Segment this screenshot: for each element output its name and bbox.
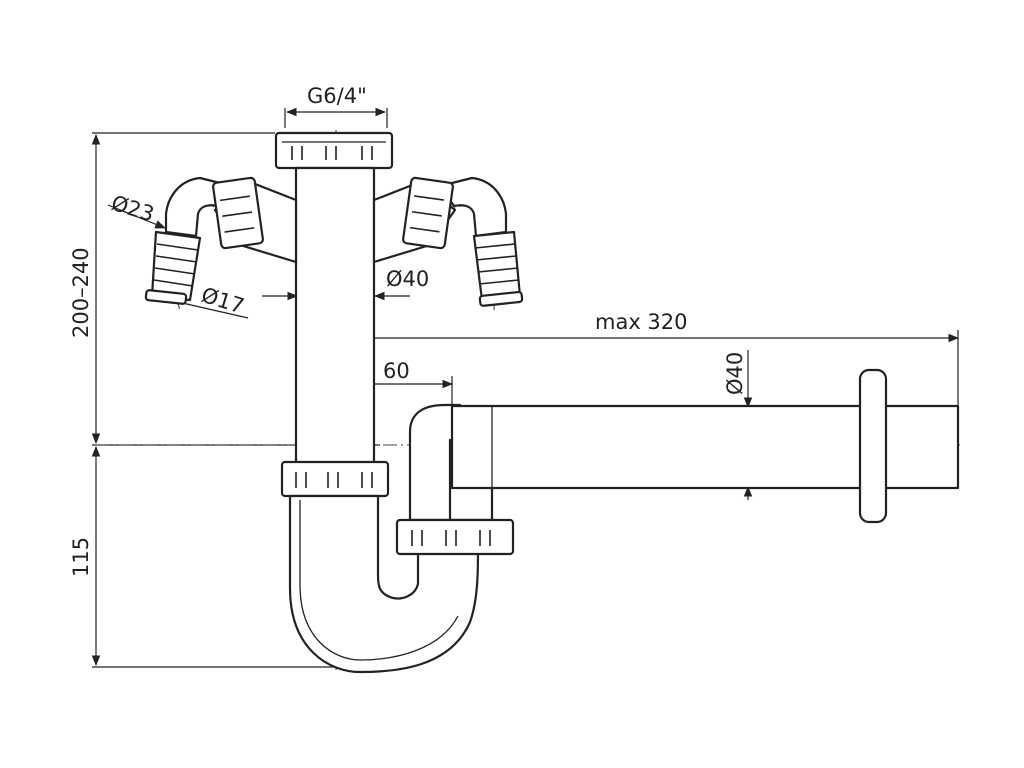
vertical-pipe bbox=[294, 166, 376, 466]
siphon-body bbox=[144, 131, 960, 674]
right-hose-nozzle bbox=[472, 230, 522, 302]
height-upper-label: 200–240 bbox=[69, 247, 93, 338]
inlet-diameter-label: Ø23 bbox=[109, 191, 157, 227]
pipe-diameter-label: Ø40 bbox=[386, 267, 429, 291]
left-hose-nozzle bbox=[150, 230, 202, 302]
right-elbow-nut bbox=[402, 176, 454, 250]
hose-diameter-label: Ø17 bbox=[199, 283, 247, 319]
riser-nut bbox=[395, 518, 515, 556]
top-nut bbox=[274, 131, 394, 170]
height-lower-label: 115 bbox=[69, 537, 93, 577]
wall-flange bbox=[858, 368, 888, 524]
max-length-label: max 320 bbox=[595, 310, 688, 334]
offset-label: 60 bbox=[383, 359, 410, 383]
outlet-diameter-label: Ø40 bbox=[723, 352, 747, 395]
left-elbow-nut bbox=[212, 176, 264, 250]
u-trap bbox=[288, 494, 480, 674]
thread-size-label: G6/4" bbox=[307, 84, 367, 108]
